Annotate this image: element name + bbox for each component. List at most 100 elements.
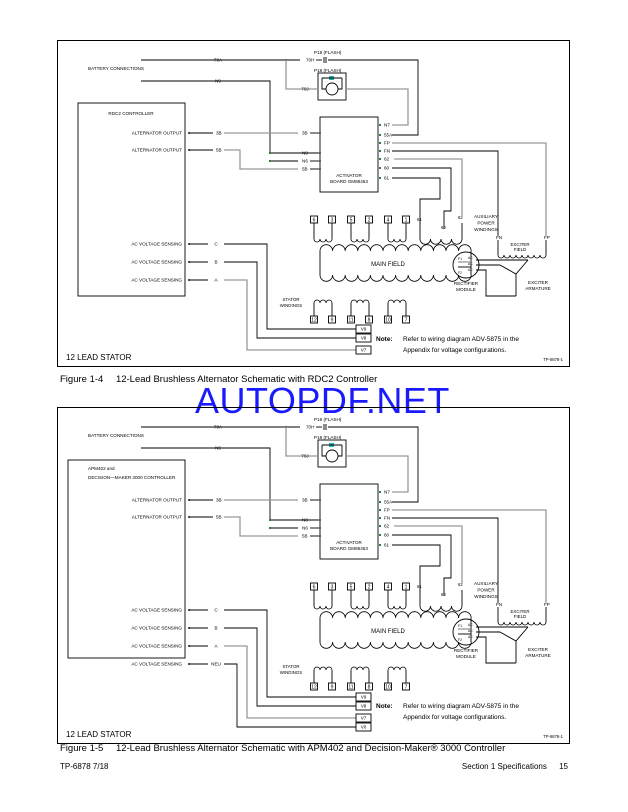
- rectifier-module-circle: [452, 251, 480, 279]
- activator-input-label: 5B: [302, 167, 308, 172]
- sense-terminal-box: [355, 692, 372, 702]
- wire-label-70j: 70J: [301, 454, 308, 459]
- sense-wire-a: [224, 279, 356, 351]
- wire-70j: [285, 427, 318, 457]
- stator-windings-label: STATOR: [282, 664, 299, 669]
- activator-input-label: N6: [302, 526, 308, 531]
- lower-terminal-box: [310, 315, 318, 324]
- sense-wire-c: [224, 243, 356, 330]
- sense-wire-neu: [224, 663, 356, 728]
- activator-board-box: [319, 483, 379, 560]
- wire-5b: [224, 149, 298, 170]
- upper-terminal-number: 2: [368, 218, 371, 224]
- wire-label-70h: 70H: [306, 58, 314, 63]
- wire-fp: [392, 509, 547, 603]
- footer-section: Section 1 Specifications 15: [462, 762, 568, 771]
- stator-coil: [350, 299, 370, 304]
- note-label: Note:: [376, 336, 393, 343]
- aux-power-windings-label: POWER: [477, 221, 495, 226]
- alternator-output-label: ALTERNATOR OUTPUT: [132, 131, 182, 136]
- ac-voltage-sensing-label: AC VOLTAGE SENSING: [131, 644, 182, 649]
- main-field-coil-top: [319, 611, 472, 619]
- stator-coil: [387, 666, 407, 671]
- sense-terminal-label: V8: [361, 704, 367, 709]
- activator-output-label: 62: [384, 524, 390, 529]
- rectifier-pin-ac: AC: [468, 256, 473, 260]
- note-text: Appendix for voltage configurations.: [403, 714, 507, 721]
- activator-output-label: N7: [384, 123, 390, 128]
- alternator-output-label: ALTERNATOR OUTPUT: [132, 148, 182, 153]
- flash-switch-label: P18 (FLASH): [314, 50, 342, 55]
- wire-label-5b: 5B: [216, 148, 222, 153]
- wire-60: [392, 534, 452, 596]
- wire-n9: [141, 80, 318, 154]
- aux-wire-label-61: 61: [417, 217, 422, 222]
- activator-output-label: 55A: [384, 133, 393, 138]
- terminal-dot: [378, 490, 382, 494]
- drawing-id: TP-6878-1: [543, 734, 563, 739]
- upper-terminal-number: 4: [387, 218, 390, 224]
- terminal-dot: [378, 149, 382, 153]
- rectifier-pin-ac: AC: [468, 268, 473, 272]
- activator-output-label: FP: [384, 141, 390, 146]
- watermark: AUTOPDF.NET: [195, 380, 450, 421]
- aux-wire-label-61: 61: [417, 584, 422, 589]
- lower-terminal-number: 11: [348, 685, 353, 691]
- wire-62: [394, 158, 463, 216]
- note-label: Note:: [376, 703, 393, 710]
- lower-terminal-box: [328, 682, 336, 691]
- stator-lead-label: 12 LEAD STATOR: [66, 353, 132, 362]
- aux-wire-label-62: 62: [458, 215, 463, 220]
- activator-board-label: BOARD GM88453: [330, 179, 368, 184]
- flash-relay-label: P18 (FLASH): [314, 68, 342, 73]
- sense-wire-a: [224, 645, 356, 719]
- footer-section-title: Section 1 Specifications: [461, 762, 547, 771]
- controller-name: APM402 and: [88, 466, 115, 471]
- rectifier-pin-f2: F2: [458, 638, 462, 642]
- sense-wire-b: [224, 627, 356, 707]
- activator-output-label: 61: [384, 176, 390, 181]
- terminal-dot: [318, 131, 322, 135]
- lower-terminal-box: [310, 682, 318, 691]
- activator-board-box: [319, 116, 379, 193]
- lower-terminal-number: 7: [405, 685, 408, 691]
- sense-terminal-box: [355, 722, 372, 732]
- wire: [338, 78, 343, 90]
- flash-motor-icon: [325, 82, 339, 96]
- upper-terminal-number: 4: [387, 585, 390, 591]
- sense-terminal-box: [355, 701, 372, 711]
- controller-name: RDC2 CONTROLLER: [108, 111, 154, 116]
- terminal-dot: [378, 524, 382, 528]
- sense-wire-label: NEU: [211, 662, 221, 667]
- activator-input-label: N6: [302, 159, 308, 164]
- lower-terminal-box: [384, 315, 392, 324]
- wire-label-70h: 70H: [306, 425, 314, 430]
- main-field-coil-top: [319, 244, 472, 252]
- ac-voltage-sensing-label: AC VOLTAGE SENSING: [131, 626, 182, 631]
- activator-input-label: N8: [302, 518, 308, 523]
- wire-n9: [141, 447, 318, 521]
- terminal-dot: [378, 500, 382, 504]
- upper-terminal-number: 5: [350, 585, 353, 591]
- sense-terminal-box: [355, 713, 372, 723]
- wire-label-3b: 3B: [302, 498, 308, 503]
- sense-terminal-box: [355, 324, 372, 334]
- terminal-dot: [378, 533, 382, 537]
- exciter-armature-label: ARMATURE: [525, 286, 550, 291]
- fp-label: FP: [544, 235, 550, 240]
- upper-terminal-number: 2: [368, 585, 371, 591]
- wire-label-70a: 70A: [214, 58, 223, 63]
- wire-60: [392, 167, 452, 229]
- wire-70j: [285, 60, 318, 90]
- lower-terminal-box: [365, 315, 373, 324]
- wire: [321, 445, 326, 457]
- wire-label-70a: 70A: [214, 425, 223, 430]
- wire-label-n9: N9: [215, 79, 221, 84]
- stator-coil: [350, 666, 370, 671]
- sense-wire-label: B: [214, 626, 217, 631]
- sense-wire-b: [224, 261, 356, 339]
- alternator-output-label: ALTERNATOR OUTPUT: [132, 515, 182, 520]
- rectifier-pin-ac: AC: [468, 623, 473, 627]
- terminal-dot: [378, 176, 382, 180]
